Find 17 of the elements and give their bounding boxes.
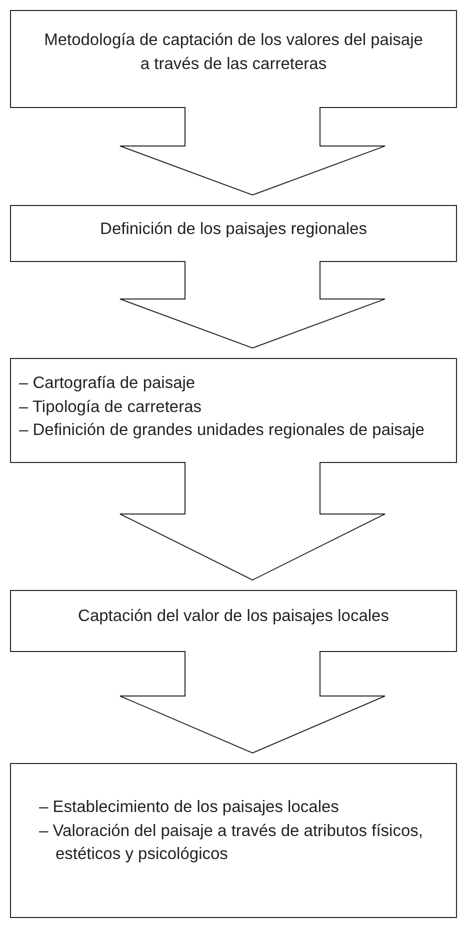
step-text: Metodología de captación de los valores del paisaje a través de las carreteras	[43, 30, 424, 75]
process-box	[10, 590, 457, 652]
step-text: – Establecimiento de los paisajes locales	[39, 796, 340, 818]
step-text: – Tipología de carreteras	[19, 396, 203, 418]
process-box	[10, 205, 457, 262]
step-text: Captación del valor de los paisajes locales	[78, 606, 389, 628]
block-arrow	[120, 650, 386, 754]
process-box	[10, 358, 457, 463]
step-text: – Cartografía de paisaje	[19, 372, 196, 394]
block-arrow	[120, 260, 386, 349]
block-arrow	[120, 106, 386, 196]
step-text: Definición de los paisajes regionales	[100, 218, 367, 240]
process-box	[10, 763, 457, 918]
block-arrow	[120, 462, 386, 581]
step-text: – Valoración del paisaje a través de atributos físicos, estéticos y psicológicos	[39, 820, 424, 866]
step-text: – Definición de grandes unidades regionales de paisaje	[19, 420, 426, 442]
process-box	[10, 10, 457, 108]
